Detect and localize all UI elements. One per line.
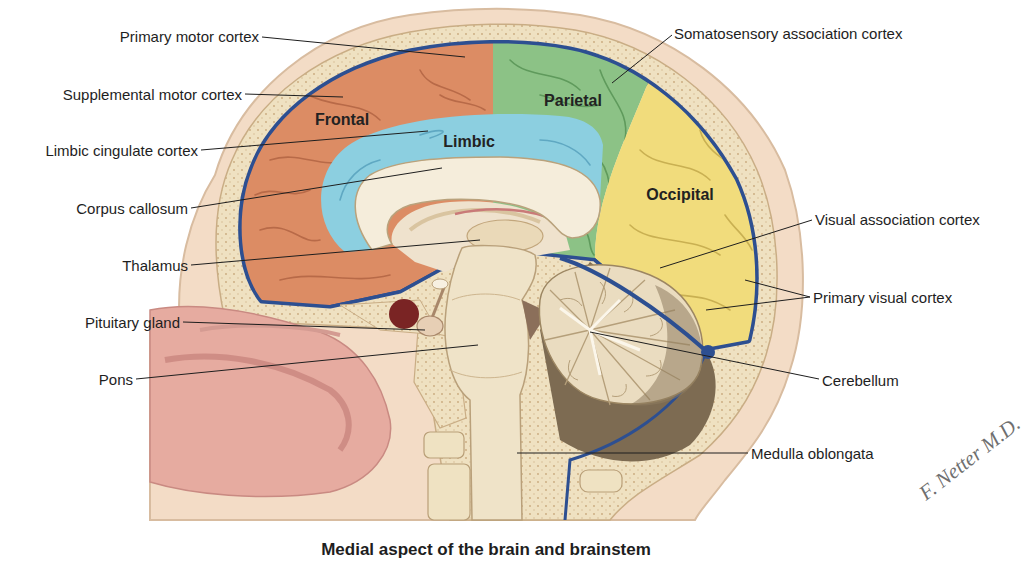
part-label: Pituitary gland [85, 314, 180, 331]
artist-signature: F. Netter M.D. [914, 411, 1024, 506]
clivus [414, 330, 466, 428]
palate-fold [165, 357, 349, 450]
straight-sinus [560, 258, 705, 350]
part-label: Medulla oblongata [751, 445, 874, 462]
axis-vertebra [428, 464, 470, 520]
leader-line [660, 220, 812, 268]
cerebellar-folia [560, 282, 662, 397]
leader-line [590, 332, 819, 379]
lobe-name: Parietal [544, 92, 602, 110]
sinus-confluence [701, 345, 715, 359]
part-label: Primary visual cortex [813, 289, 952, 306]
spinal-dura [565, 355, 705, 520]
atlas-arch [424, 432, 464, 458]
leader-line [183, 322, 425, 330]
sulcus-line [340, 160, 380, 200]
part-label: Visual association cortex [815, 211, 980, 228]
part-label: Pons [99, 371, 133, 388]
sulcus-line [420, 131, 443, 138]
part-label: Supplemental motor cortex [63, 86, 242, 103]
cerebellar-folia [545, 268, 690, 405]
lobe-region: Occipital [590, 75, 765, 355]
sulcus-line [600, 70, 626, 140]
pons-contour [450, 294, 522, 378]
diencephalon [392, 201, 570, 272]
skull-base [340, 300, 440, 335]
sulcus-line [700, 130, 740, 170]
cerebellum-shadow [630, 285, 702, 406]
part-label: Limbic cingulate cortex [45, 142, 198, 159]
sulcus-line [260, 228, 320, 241]
optic-chiasm [432, 279, 448, 289]
part-label: Somatosensory association cortex [674, 25, 902, 42]
sulcus-line [540, 140, 590, 165]
sulcus-line [630, 225, 720, 255]
leader-line [245, 94, 343, 97]
nasal-concha [200, 325, 340, 335]
sulcus-line [280, 275, 390, 280]
arbor-vitae [560, 300, 640, 375]
lobe-outline [590, 75, 765, 355]
figure-caption: Medial aspect of the brain and brainstem [321, 540, 651, 560]
part-label: Thalamus [122, 257, 188, 274]
leader-line [612, 35, 672, 83]
lobe-surface [595, 75, 765, 355]
lobe-outline [305, 105, 610, 255]
sulcus-line [510, 60, 580, 90]
leader-line [201, 131, 428, 150]
corpus-callosum-shape [355, 157, 600, 250]
pituitary-stalk [432, 285, 445, 318]
sulcus-line [725, 215, 752, 250]
brainstem-shape [445, 246, 536, 520]
leader-line [191, 168, 442, 208]
leader-line [262, 37, 465, 57]
leader-line [706, 297, 810, 310]
part-label: Corpus callosum [76, 200, 188, 217]
sulcus-line [660, 290, 730, 310]
sulcus-line [440, 95, 485, 110]
lobe-name: Frontal [315, 111, 369, 129]
cerebellum-shape [539, 265, 702, 404]
sulcus-line [585, 230, 594, 255]
leader-line [191, 240, 480, 265]
sulcus-line [640, 150, 710, 180]
lobe-name: Occipital [646, 186, 714, 204]
leader-line [517, 453, 748, 454]
sphenoid-sinus [389, 299, 419, 329]
lobe-surface [321, 114, 603, 252]
fornix [410, 210, 540, 230]
leader-line [136, 345, 478, 379]
lobe-fill [321, 114, 603, 252]
lobe-name: Limbic [443, 133, 495, 151]
posterior-arch [580, 470, 622, 492]
lobe-region: Limbic [305, 105, 610, 255]
sulcus-line [420, 70, 470, 100]
nasal-pharynx [150, 306, 391, 496]
fourth-ventricle [522, 300, 548, 340]
lobe-fill [595, 75, 765, 355]
choroid-plexus [455, 209, 560, 222]
pituitary-shape [417, 316, 443, 336]
part-label: Cerebellum [822, 372, 899, 389]
part-label: Primary motor cortex [120, 28, 259, 45]
sulcus-line [255, 190, 310, 195]
thalamus-shape [467, 220, 543, 252]
leader-line [745, 280, 810, 297]
